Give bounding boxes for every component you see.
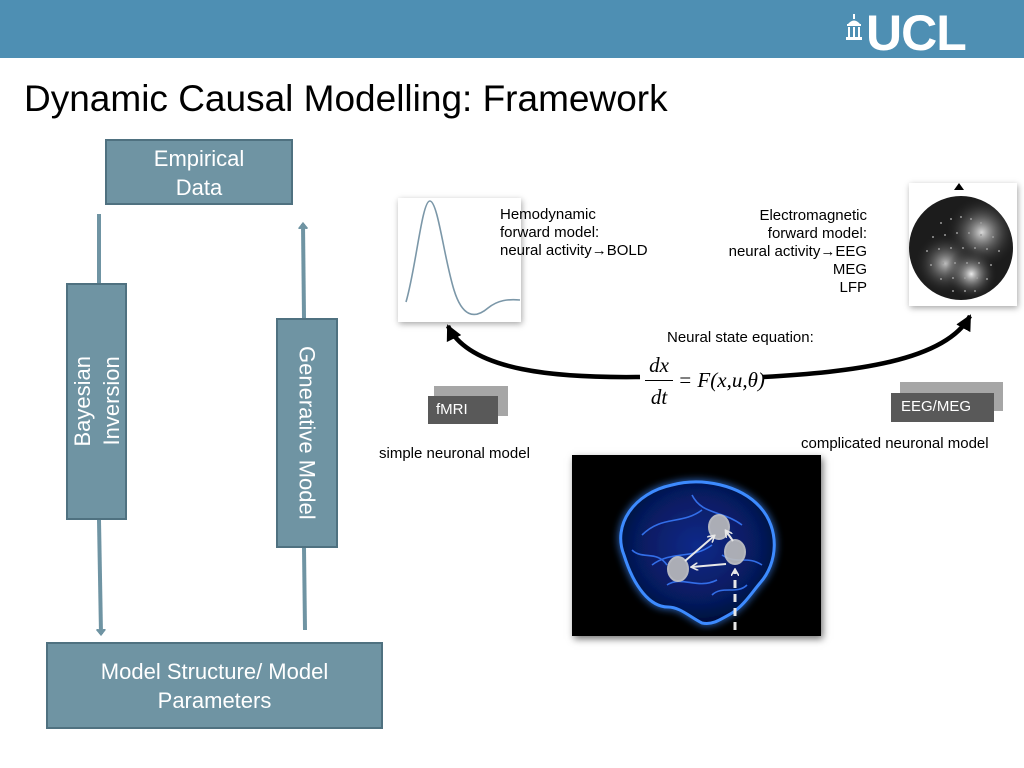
bold-curve-icon: [405, 200, 521, 316]
bayesian-inversion-box: Bayesian Inversion: [66, 283, 127, 520]
equation-rhs: = F(x,u,θ): [678, 368, 765, 392]
neural-state-label: Neural state equation:: [667, 329, 814, 346]
arrow-generative-to-empirical: [303, 224, 304, 319]
ucl-logo: UCL: [844, 5, 994, 61]
glowing-brain-icon: [619, 480, 776, 630]
derivative-fraction: dx dt: [645, 352, 673, 410]
fmri-tag: fMRI: [428, 396, 498, 424]
complicated-model-label: complicated neuronal model: [801, 435, 989, 452]
model-structure-box: Model Structure/ Model Parameters: [46, 642, 383, 729]
eeg-topography-map: [909, 183, 1017, 306]
bayesian-inversion-label: Bayesian Inversion: [69, 356, 124, 447]
scalp-map-icon: [909, 183, 1013, 300]
connector-model-to-generative: [302, 547, 307, 631]
bold-response-plot: [398, 198, 521, 322]
slide-title: Dynamic Causal Modelling: Framework: [24, 78, 668, 119]
simple-model-label: simple neuronal model: [379, 445, 530, 462]
empirical-data-box: Empirical Data: [105, 139, 293, 205]
arrow-to-eeg-model: [762, 314, 972, 380]
hemodynamic-label: Hemodynamic forward model: neural activi…: [500, 206, 648, 259]
arrow-bayes-to-model: [99, 519, 101, 634]
eeg-meg-tag: EEG/MEG: [891, 393, 994, 422]
generative-model-label: Generative Model: [294, 346, 320, 520]
brain-network-image: [572, 455, 821, 636]
electromagnetic-label: Electromagnetic forward model: neural ac…: [728, 207, 867, 296]
generative-model-box: Generative Model: [276, 318, 338, 548]
arrow-to-fmri-model: [445, 324, 641, 380]
portico-icon: [846, 14, 862, 40]
equation-denominator: dt: [650, 385, 668, 409]
ucl-wordmark: UCL: [866, 5, 967, 61]
equation-numerator: dx: [649, 353, 669, 377]
fraction-bar: [645, 380, 673, 381]
